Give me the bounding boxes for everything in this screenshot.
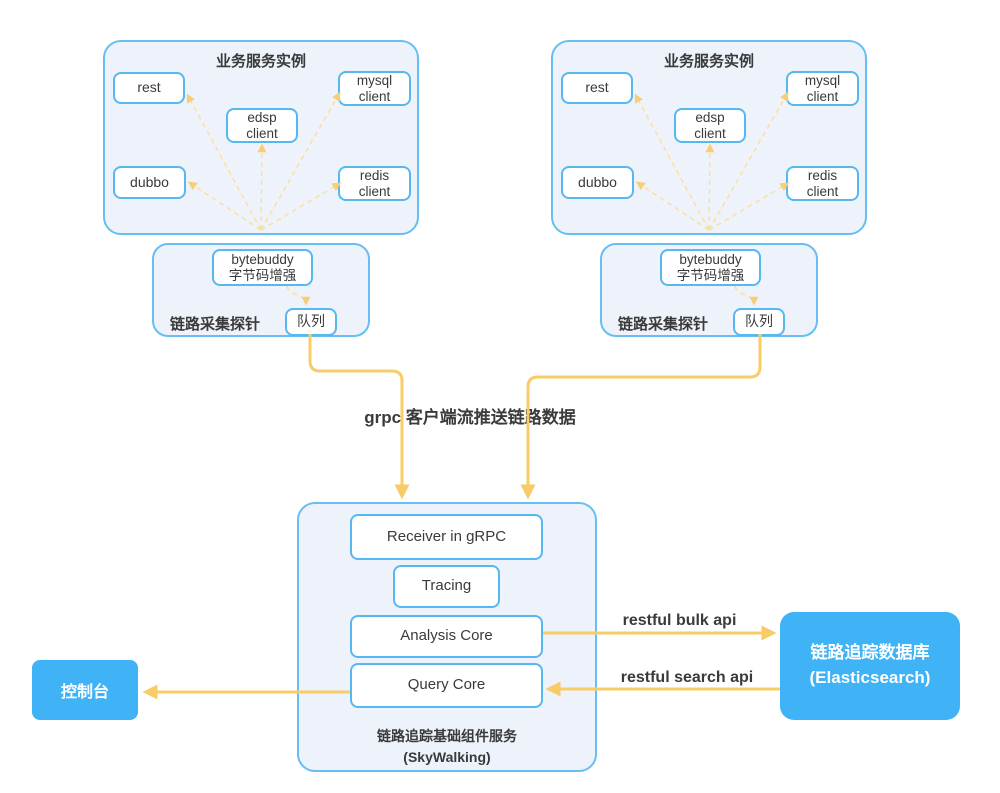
tracing-node: Tracing bbox=[393, 565, 500, 608]
service-instances-panel-right: 业务服务实例 rest mysql client edsp client dub… bbox=[551, 40, 867, 235]
panel-title: 业务服务实例 bbox=[215, 53, 306, 70]
node-mysql-client: mysql client bbox=[786, 71, 859, 106]
search-api-label: restful search api bbox=[620, 669, 754, 686]
analysis-core-node: Analysis Core bbox=[350, 615, 543, 658]
node-redis-client: redis client bbox=[338, 166, 411, 201]
probe-label: 链路采集探针 bbox=[169, 316, 260, 333]
node-rest: rest bbox=[561, 72, 633, 104]
receiver-node: Receiver in gRPC bbox=[350, 514, 543, 560]
node-edsp-client: edsp client bbox=[226, 108, 298, 143]
panel-title: 业务服务实例 bbox=[663, 53, 754, 70]
queue-node: 队列 bbox=[733, 308, 785, 336]
probe-label: 链路采集探针 bbox=[617, 316, 708, 333]
bulk-api-label: restful bulk api bbox=[622, 612, 737, 629]
node-dubbo: dubbo bbox=[561, 166, 634, 199]
elasticsearch-box: 链路追踪数据库 (Elasticsearch) bbox=[780, 612, 960, 720]
node-edsp-client: edsp client bbox=[674, 108, 746, 143]
queue-node: 队列 bbox=[285, 308, 337, 336]
console-box: 控制台 bbox=[32, 660, 138, 720]
grpc-flow-label: grpc 客户端流推送链路数据 bbox=[364, 408, 576, 427]
node-redis-client: redis client bbox=[786, 166, 859, 201]
bytebuddy-node: bytebuddy 字节码增强 bbox=[660, 249, 761, 286]
node-dubbo: dubbo bbox=[113, 166, 186, 199]
trace-probe-panel-right: bytebuddy 字节码增强 链路采集探针 队列 bbox=[600, 243, 818, 337]
node-mysql-client: mysql client bbox=[338, 71, 411, 106]
query-core-node: Query Core bbox=[350, 663, 543, 708]
skywalking-caption: 链路追踪基础组件服务 (SkyWalking) bbox=[377, 728, 517, 765]
node-rest: rest bbox=[113, 72, 185, 104]
skywalking-panel: Receiver in gRPC Tracing Analysis Core Q… bbox=[297, 502, 597, 772]
service-instances-panel-left: 业务服务实例 rest mysql client edsp client dub… bbox=[103, 40, 419, 235]
trace-probe-panel-left: bytebuddy 字节码增强 链路采集探针 队列 bbox=[152, 243, 370, 337]
bytebuddy-node: bytebuddy 字节码增强 bbox=[212, 249, 313, 286]
